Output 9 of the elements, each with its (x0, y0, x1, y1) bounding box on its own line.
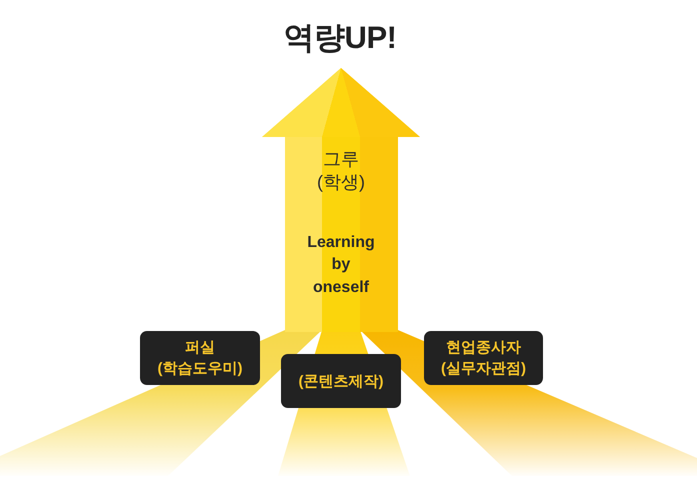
role-box (281, 354, 401, 408)
role-label: (콘텐츠제작) (298, 372, 384, 392)
role-label: 퍼실 (학습도우미) (158, 338, 242, 379)
motto-text: Learning by oneself (307, 233, 375, 298)
role-label: 그루 (학생) (317, 148, 365, 194)
role-label: 현업종사자 (실무자관점) (441, 338, 526, 379)
role-box (424, 331, 543, 385)
role-box (140, 331, 260, 385)
title: 역량UP! (284, 20, 396, 56)
